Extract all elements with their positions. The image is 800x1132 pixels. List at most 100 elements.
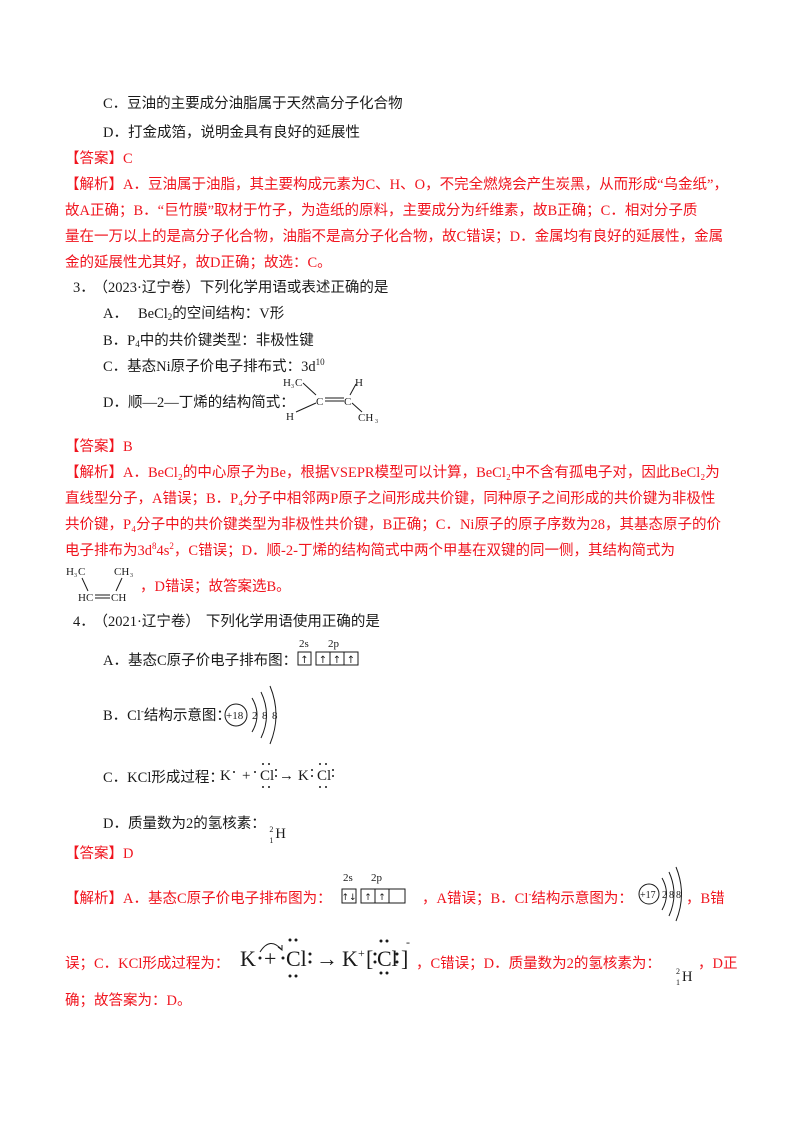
q3-analysis-line-5: ，D错误；故答案选B。 <box>140 579 291 595</box>
orbital-diagram-option-a: 2s 2p ↑ ↑ ↑ ↑ <box>297 638 359 666</box>
svg-text:C: C <box>295 377 302 389</box>
superscript: - <box>140 706 144 716</box>
superscript: - <box>528 889 532 899</box>
svg-text:8: 8 <box>676 890 681 901</box>
svg-text:↑: ↑ <box>364 893 372 903</box>
svg-text:2s: 2s <box>343 872 353 884</box>
svg-text:H: H <box>283 377 291 389</box>
analysis-text: ，A错误；B．Cl <box>422 891 529 907</box>
svg-text:CH: CH <box>111 592 126 604</box>
question-text: 下列化学用语使用正确的是 <box>205 614 380 630</box>
svg-text:↑: ↑ <box>319 655 327 666</box>
analysis-label: 【解析】 <box>65 177 123 193</box>
analysis-text: 电子排布为3d <box>65 543 152 559</box>
analysis-text: 4s <box>156 543 170 559</box>
analysis-text: ，C错误；D．顺-2-丁烯的结构简式中两个甲基在双键的同一侧，其结构简式为 <box>173 543 675 559</box>
q4-analysis-line-3: 确；故答案为：D。 <box>65 993 192 1009</box>
svg-text:8: 8 <box>272 710 278 722</box>
superscript: 2 <box>169 541 174 551</box>
svg-text:↑: ↑ <box>347 655 355 666</box>
svg-text:+: + <box>358 946 365 960</box>
svg-text:Cl: Cl <box>317 768 331 784</box>
subscript: 2 <box>167 312 173 322</box>
svg-text:-: - <box>406 935 410 949</box>
svg-text:H: H <box>66 566 74 578</box>
svg-text:Cl: Cl <box>260 768 274 784</box>
svg-text:3: 3 <box>375 419 378 424</box>
analysis-text: A．基态C原子价电子排布图为： <box>123 891 332 907</box>
svg-text:K: K <box>298 768 309 784</box>
q4-analysis-line-2c: ，D正 <box>698 956 738 972</box>
element-symbol: H <box>682 969 693 985</box>
q2-analysis-line-1: 【解析】A．豆油属于油脂，其主要构成元素为C、H、O，不完全燃烧会产生炭黑，从而… <box>65 175 728 195</box>
svg-text:+17: +17 <box>640 890 656 901</box>
svg-text:+: + <box>264 946 276 971</box>
svg-text:H: H <box>355 377 363 389</box>
superscript: 10 <box>315 357 325 367</box>
answer-label: 【答案】 <box>65 151 123 167</box>
option-text: 结构示意图： <box>143 708 231 724</box>
kcl-formation-option-c: K + Cl → K Cl <box>220 763 334 788</box>
q2-option-c: C．豆油的主要成分油脂属于天然高分子化合物 <box>103 96 403 112</box>
q3-option-c: C．基态Ni原子价电子排布式：3d10 <box>103 357 325 377</box>
svg-text:↑: ↑ <box>300 655 308 666</box>
answer-value: D <box>123 846 134 862</box>
q4-answer: 【答案】D <box>65 844 133 864</box>
q4-analysis-line-2a: 误；C．KCl形成过程为： <box>65 956 230 972</box>
svg-text:8: 8 <box>262 710 268 722</box>
q2-analysis-line-2: 故A正确；B．“巨竹膜”取材于竹子，为造纸的原料，主要成分为纤维素，故B正确；C… <box>65 203 698 219</box>
option-text: 中的共价键类型：非极性键 <box>139 333 314 349</box>
svg-text:K: K <box>220 768 231 784</box>
analysis-text: 结构示意图为： <box>531 891 633 907</box>
svg-text:Cl: Cl <box>377 946 398 971</box>
mass-number: 2 <box>676 967 680 976</box>
question-source: （2023·辽宁卷） <box>100 280 200 296</box>
svg-text:C: C <box>316 396 323 408</box>
svg-text:2p: 2p <box>371 872 383 884</box>
answer-label: 【答案】 <box>65 846 123 862</box>
svg-text:H: H <box>286 411 294 423</box>
svg-text:→: → <box>316 946 338 971</box>
q4-analysis-line-1c: ，B错 <box>686 891 725 907</box>
q2-analysis-line-3: 量在一万以上的是高分子化合物，油脂不是高分子化合物，故C错误；D．金属均有良好的… <box>65 229 724 245</box>
q3-option-a: A．BeCl2的空间结构：V形 <box>103 304 284 324</box>
q4-option-d: D．质量数为2的氢核素： 2 1 H <box>103 814 287 845</box>
q3-analysis-line-4: 电子排布为3d84s2，C错误；D．顺-2-丁烯的结构简式中两个甲基在双键的同一… <box>65 541 675 561</box>
svg-text:HC: HC <box>78 592 93 604</box>
svg-text:Cl: Cl <box>286 946 307 971</box>
atomic-structure-diagram-option-b: +18 2 8 8 <box>224 685 278 745</box>
svg-text:CH: CH <box>358 412 373 424</box>
atomic-structure-diagram-analysis: +17 2 8 8 <box>638 866 682 922</box>
q2-answer: 【答案】C <box>65 149 133 169</box>
analysis-text: A．豆油属于油脂，其主要构成元素为C、H、O，不完全燃烧会产生炭黑，从而形成“乌… <box>123 177 728 193</box>
option-prefix: B．P <box>103 333 136 349</box>
svg-text:2s: 2s <box>299 638 309 650</box>
mass-number: 2 <box>269 825 274 834</box>
svg-text:↑: ↑ <box>333 655 341 666</box>
question-number: 4． <box>73 614 95 630</box>
q4-analysis-line-2b: ，C错误；D．质量数为2的氢核素为： <box>416 956 661 972</box>
svg-text:3: 3 <box>74 573 77 579</box>
svg-text:C: C <box>344 396 351 408</box>
option-text: 的空间结构：V形 <box>172 306 285 322</box>
q3-option-d: D．顺—2—丁烯的结构简式： <box>103 395 295 411</box>
option-text: D．质量数为2的氢核素： <box>103 816 266 832</box>
svg-text:3: 3 <box>291 384 294 390</box>
orbital-diagram-analysis: 2s 2p ↑↓ ↑ ↑ <box>341 872 406 904</box>
svg-text:C: C <box>78 566 85 578</box>
svg-text:K: K <box>240 946 256 971</box>
svg-text:↑↓: ↑↓ <box>341 893 356 903</box>
analysis-label: 【解析】 <box>65 465 123 481</box>
subscript: 4 <box>135 339 140 349</box>
q3-analysis-line-3: 共价键，P₄分子中的共价键类型为非极性共价键，B正确；C．Ni原子的原子序数为2… <box>65 517 721 533</box>
svg-text:2p: 2p <box>328 638 340 650</box>
element-symbol: H <box>275 826 286 842</box>
question-source: （2021·辽宁卷） <box>100 614 200 630</box>
analysis-text: A．BeCl₂的中心原子为Be，根据VSEPR模型可以计算，BeCl₂中不含有孤… <box>123 465 720 481</box>
q3-option-b: B．P4中的共价键类型：非极性键 <box>103 331 314 351</box>
q4-analysis-line-1a: 【解析】A．基态C原子价电子排布图为： <box>65 889 332 909</box>
superscript: 8 <box>152 541 157 551</box>
q4-stem: 4． （2021·辽宁卷） 下列化学用语使用正确的是 <box>73 612 380 632</box>
